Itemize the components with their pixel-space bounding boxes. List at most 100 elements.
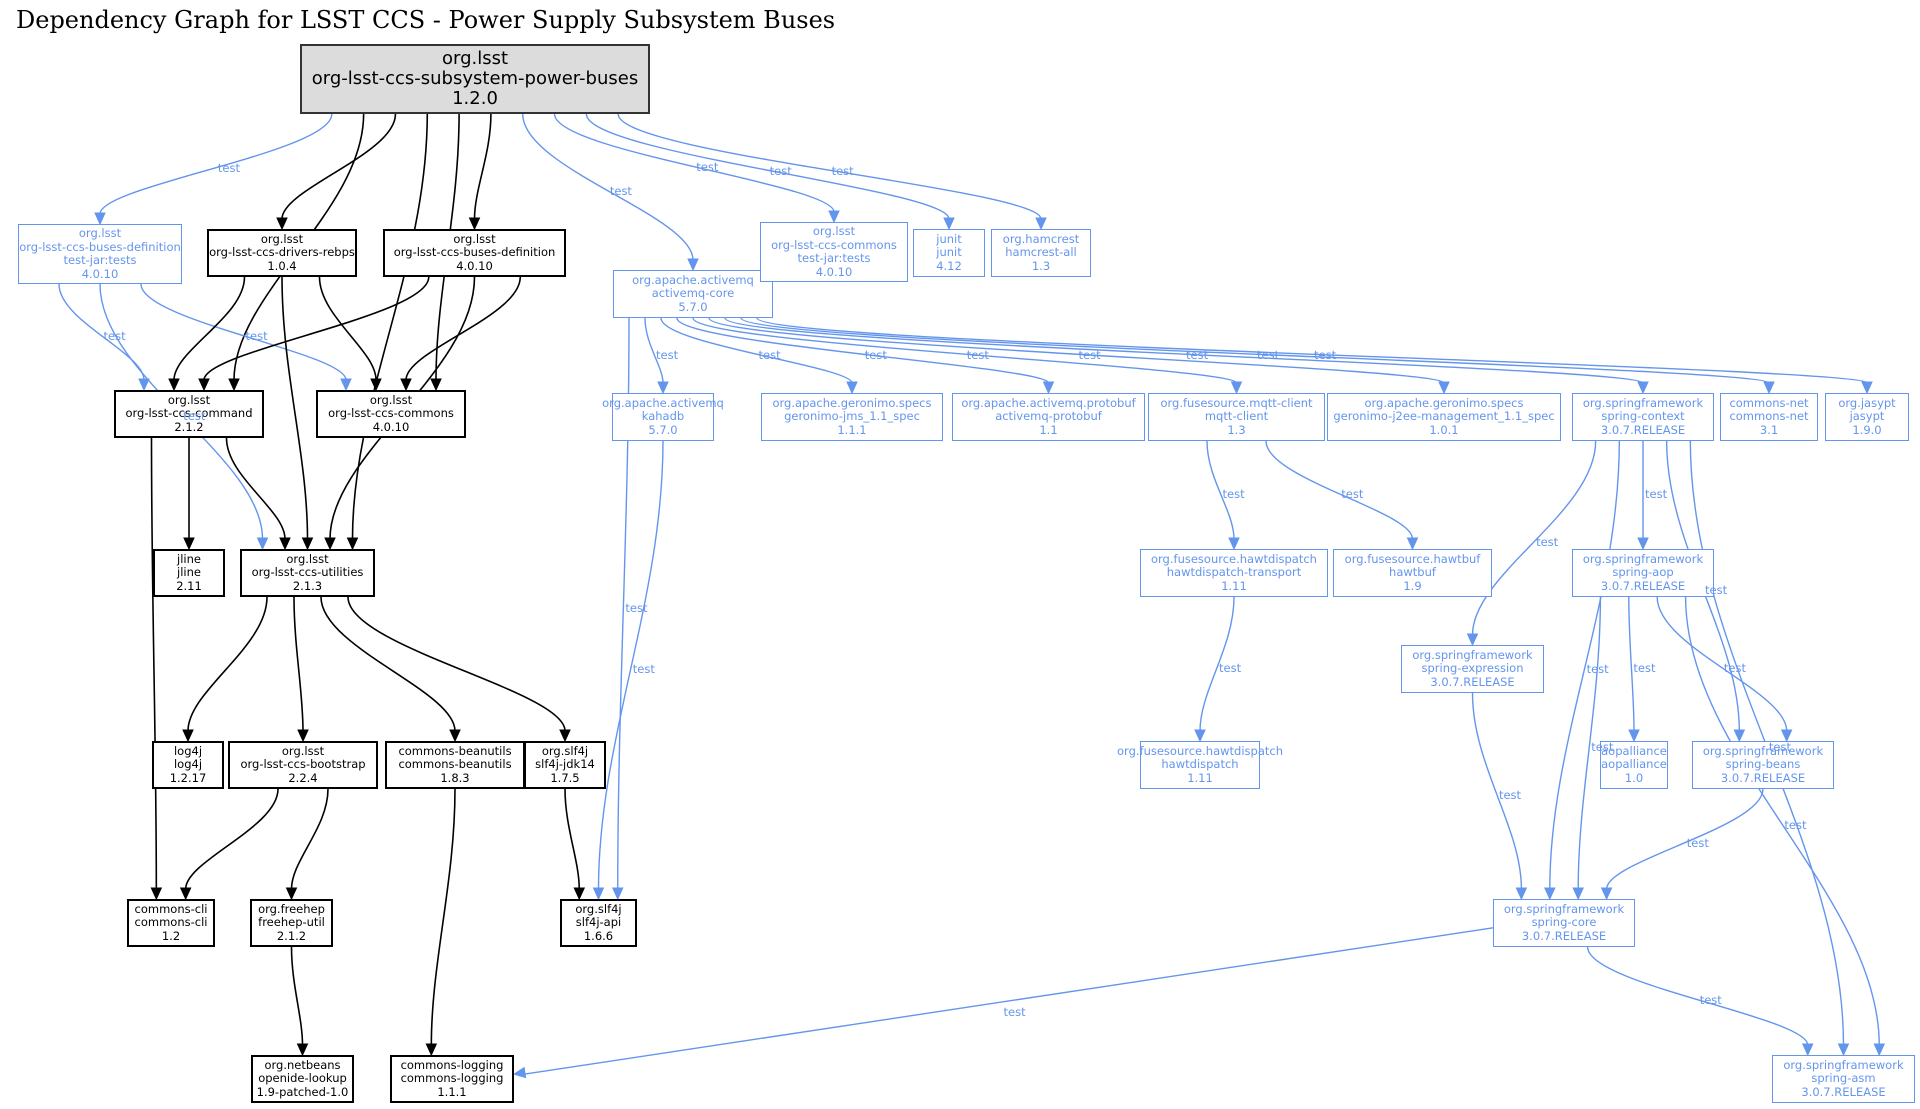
arrowhead-activemq-core-to-jasypt: [1861, 381, 1873, 395]
node-artifact: geronimo-jms_1.1_spec: [784, 409, 920, 424]
edge-label: test: [1222, 487, 1245, 501]
edge-activemq-core-to-mqtt-client: [692, 317, 1238, 384]
edge-label: test: [1078, 347, 1101, 362]
edge-activemq-core-to-commons-net: [740, 317, 1770, 384]
node-version: 1.2: [161, 928, 181, 943]
edge-utilities-to-slf4j-jdk14: [347, 596, 566, 732]
node-group: org.springframework: [1412, 647, 1533, 662]
edge-label: test: [1314, 347, 1337, 362]
edge-spring-core-to-commons-logging: [523, 927, 1494, 1075]
edge-root-to-activemq-core: [522, 113, 694, 261]
node-group: aopalliance: [1601, 743, 1667, 758]
edge-hawtdispatch-transport-to-hawtdispatch: [1199, 596, 1235, 732]
node-artifact: commons-net: [1729, 409, 1809, 424]
edge-root-to-drivers-rebps: [281, 113, 397, 220]
node-version: 3.1: [1759, 422, 1779, 437]
edge-beanutils-to-commons-logging: [430, 788, 456, 1046]
arrowhead-activemq-core-to-mqtt-client: [1230, 381, 1243, 395]
arrowhead-utilities-to-bootstrap: [297, 729, 309, 743]
arrowhead-spring-context-to-spring-aop: [1637, 537, 1649, 551]
node-version: 4.0.10: [81, 266, 119, 281]
arrowhead-spring-aop-to-spring-beans: [1780, 729, 1793, 743]
edge-label: test: [1784, 818, 1807, 832]
arrowhead-buses-def-tests-to-commons: [340, 378, 352, 392]
node-group: org.apache.activemq: [632, 272, 754, 287]
node-artifact: junit: [936, 245, 962, 260]
edge-label: test: [1257, 347, 1280, 362]
node-group: org.springframework: [1702, 743, 1824, 758]
edge-utilities-to-log4j: [187, 596, 268, 732]
arrowhead-buses-def-to-utilities: [324, 537, 336, 551]
node-group: org.springframework: [1582, 395, 1704, 410]
node-artifact: org-lsst-ccs-drivers-rebps: [209, 245, 355, 260]
arrowhead-root-to-activemq-core: [687, 258, 699, 272]
edge-spring-aop-to-spring-beans: [1656, 596, 1788, 732]
edge-label: test: [183, 408, 206, 423]
edge-label: test: [1723, 661, 1747, 675]
arrowhead-utilities-to-log4j: [182, 729, 194, 743]
node-version: 3.0.7.RELEASE: [1720, 770, 1806, 785]
edge-label: test: [1219, 661, 1242, 675]
arrowhead-buses-def-tests-to-utilities: [256, 537, 269, 551]
edge-spring-context-to-spring-expression: [1471, 440, 1597, 636]
node-version: 4.12: [936, 258, 962, 273]
node-version: 5.7.0: [648, 422, 678, 437]
arrowhead-command-to-utilities: [279, 537, 291, 551]
arrowhead-root-to-buses-def-tests: [94, 212, 106, 226]
node-group: org.slf4j: [541, 743, 589, 758]
edge-label: test: [217, 161, 240, 175]
edge-spring-aop-to-spring-core: [1577, 596, 1602, 890]
node-group: org.springframework: [1503, 901, 1625, 916]
node-artifact: slf4j-api: [575, 915, 622, 930]
node-group: org.apache.activemq.protobuf: [961, 395, 1136, 410]
node-version: 2.2.4: [288, 770, 318, 785]
arrowhead-activemq-core-to-kahadb: [657, 381, 669, 395]
node-artifact: spring-beans: [1725, 757, 1801, 772]
node-group: org.fusesource.hawtbuf: [1344, 551, 1481, 566]
arrowhead-root-to-junit: [943, 217, 955, 231]
arrowhead-spring-core-to-commons-logging: [512, 1066, 527, 1079]
arrowhead-root-to-command: [228, 378, 240, 392]
node-artifact: org-lsst-ccs-commons: [328, 406, 454, 421]
arrowhead-activemq-core-to-commons-net: [1763, 381, 1775, 395]
